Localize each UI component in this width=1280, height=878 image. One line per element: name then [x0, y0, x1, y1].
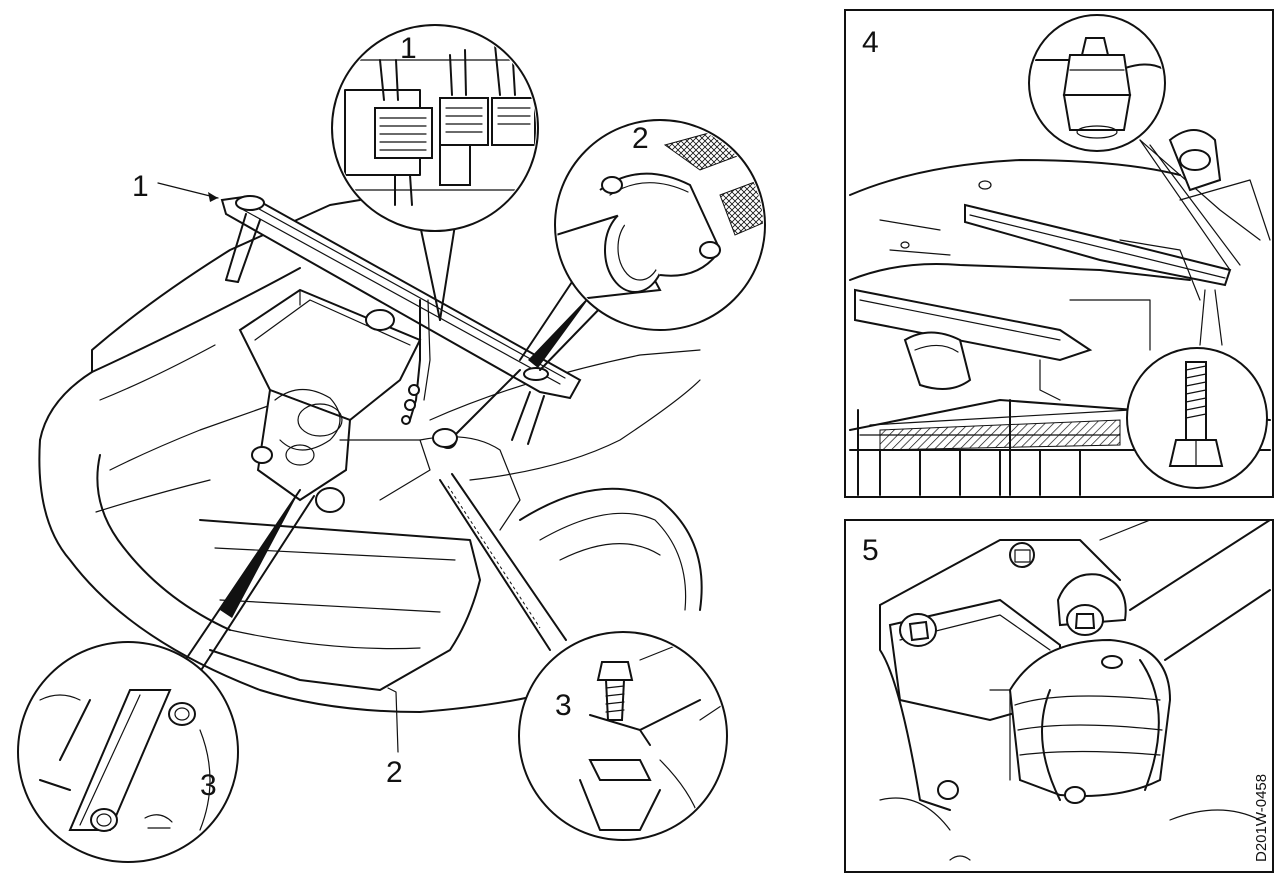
panel4-bolt-detail	[1126, 347, 1268, 489]
detail-circle-3-right: 3	[518, 631, 728, 841]
detail-circle-1: 1	[331, 24, 539, 232]
engine-support-bar	[220, 194, 582, 445]
main-vehicle-view: 1 2	[38, 170, 703, 789]
detail-pointers	[179, 224, 607, 679]
detail3b-label: 3	[555, 689, 572, 722]
leader-1	[157, 182, 219, 199]
panel-4: 4	[844, 9, 1274, 498]
leader-2	[387, 687, 399, 753]
wheel-arch	[519, 487, 703, 611]
main-label-1: 1	[132, 170, 149, 203]
panel5-label: 5	[862, 534, 879, 567]
panel4-label: 4	[862, 26, 879, 59]
panel4-nut-detail	[1028, 14, 1166, 152]
figure-code: D201W-0458	[1253, 774, 1270, 862]
detail3a-label: 3	[200, 769, 217, 802]
engine-block	[238, 288, 521, 531]
detail1-label: 1	[400, 32, 417, 65]
detail-circle-3-left: 3	[17, 641, 239, 863]
panel-5: 5 D201W-0458	[844, 519, 1274, 873]
detail2-label: 2	[632, 122, 649, 155]
detail-circle-2: 2	[554, 119, 766, 331]
main-label-2: 2	[386, 756, 403, 789]
